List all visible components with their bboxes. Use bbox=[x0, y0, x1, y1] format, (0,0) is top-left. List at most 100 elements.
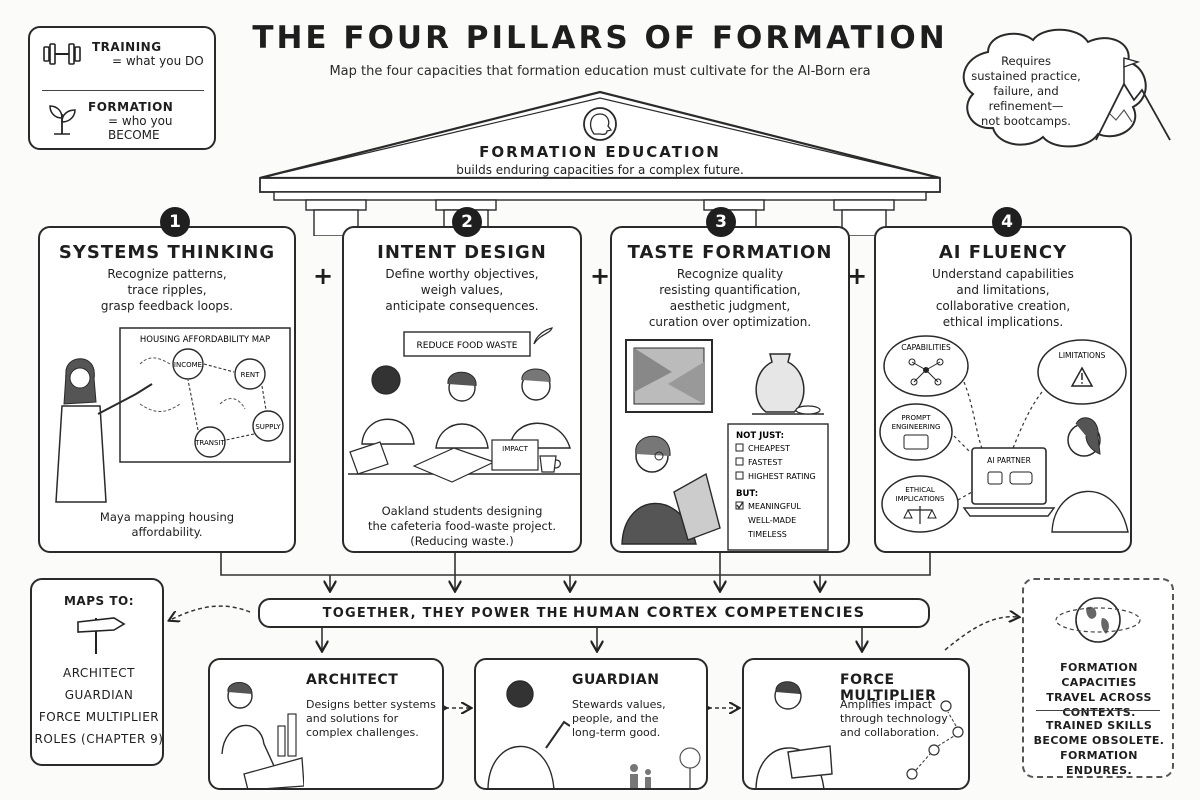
desc-line: and collaboration. bbox=[840, 726, 940, 739]
desc-line: complex challenges. bbox=[306, 726, 419, 739]
desc-line: anticipate consequences. bbox=[385, 299, 539, 313]
desc-line: Amplifies impact bbox=[840, 698, 933, 711]
checkbox-icon bbox=[735, 471, 744, 480]
guardian-figure bbox=[487, 680, 570, 788]
checklist-heading-not: NOT JUST: bbox=[736, 431, 784, 441]
legend-formation: FORMATION = who you BECOME bbox=[42, 100, 214, 142]
pillar-systems-thinking: SYSTEMS THINKING Recognize patterns, tra… bbox=[38, 226, 296, 553]
mug-icon bbox=[539, 455, 561, 473]
endures-divider bbox=[1036, 710, 1160, 711]
desc-line: Recognize quality bbox=[676, 267, 784, 281]
role-title: FORCE MULTIPLIER bbox=[840, 672, 937, 704]
cloud-line: failure, and bbox=[993, 84, 1059, 98]
limitations-bubble: LIMITATIONS bbox=[1037, 339, 1127, 405]
endures-text: FORMATION CAPACITIES bbox=[1060, 661, 1138, 689]
vase-icon bbox=[752, 353, 824, 415]
signpost-icon bbox=[77, 617, 126, 654]
node-income bbox=[172, 348, 204, 380]
checkbox-icon bbox=[735, 443, 744, 452]
globe-orbit-icon bbox=[1055, 597, 1141, 643]
endures-text: TRAVEL ACROSS bbox=[1046, 691, 1152, 704]
ethical-implications-bubble: ETHICAL IMPLICATIONS bbox=[881, 475, 959, 533]
head-profile-icon bbox=[583, 107, 617, 141]
together-banner: TOGETHER, THEY POWER THE HUMAN CORTEX CO… bbox=[258, 598, 930, 628]
desc-line: through technology bbox=[840, 712, 948, 725]
maps-item: ARCHITECT bbox=[62, 666, 135, 680]
cloud-line: sustained practice, bbox=[971, 69, 1081, 83]
student-middle bbox=[435, 371, 489, 449]
laptop-icon bbox=[349, 441, 389, 475]
prompt-label: ENGINEERING bbox=[892, 423, 941, 431]
node-rent bbox=[234, 358, 266, 390]
pillar-number-4: 4 bbox=[992, 207, 1022, 237]
role-title: ARCHITECT bbox=[306, 672, 399, 688]
pillar-number-2: 2 bbox=[452, 207, 482, 237]
ai-fluency-illustration: CAPABILITIES LIMITATIONS PROMPT ENGINEER… bbox=[879, 335, 1129, 533]
pillar-title: INTENT DESIGN bbox=[377, 242, 547, 263]
building-icon bbox=[287, 713, 297, 757]
legend-formation-label: FORMATION bbox=[88, 100, 174, 114]
maps-heading: MAPS TO: bbox=[63, 594, 135, 608]
cloud-note bbox=[962, 28, 1171, 148]
ethical-label: IMPLICATIONS bbox=[896, 495, 946, 503]
pillar-taste-formation: TASTE FORMATION Recognize quality resist… bbox=[610, 226, 850, 553]
sprout-icon bbox=[49, 105, 76, 135]
temple-pediment bbox=[259, 90, 941, 236]
cloud-line: not bootcamps. bbox=[981, 114, 1071, 128]
pillar-description: Recognize quality resisting quantificati… bbox=[622, 266, 838, 330]
temple-title: FORMATION EDUCATION bbox=[479, 143, 721, 161]
desc-line: Recognize patterns, bbox=[107, 267, 227, 281]
screen-label: AI PARTNER bbox=[987, 456, 1031, 465]
chat-icon bbox=[903, 434, 929, 450]
checklist-item: TIMELESS bbox=[747, 530, 787, 539]
student-right bbox=[509, 368, 571, 449]
building-icon bbox=[277, 725, 286, 757]
leaf-icon bbox=[533, 327, 553, 345]
checklist-heading-but: BUT: bbox=[736, 489, 758, 499]
mountain-flag-icon bbox=[1095, 57, 1171, 141]
checklist-item: HIGHEST RATING bbox=[748, 472, 816, 481]
role-description: Amplifies impact through technology and … bbox=[840, 698, 968, 740]
plus-sign: + bbox=[847, 262, 868, 290]
legend-training: TRAINING = what you DO bbox=[42, 40, 204, 68]
architect-figure bbox=[221, 682, 304, 788]
desc-line: grasp feedback loops. bbox=[100, 299, 234, 313]
desc-line: Designs better systems bbox=[306, 698, 436, 711]
node-supply-label: SUPPLY bbox=[255, 423, 281, 431]
criteria-checklist bbox=[727, 423, 829, 551]
temple-subtitle: builds enduring capacities for a complex… bbox=[456, 163, 744, 177]
checked-box-icon bbox=[735, 501, 744, 510]
capabilities-bubble: CAPABILITIES bbox=[883, 335, 969, 397]
pillar-description: Recognize patterns, trace ripples, grasp… bbox=[50, 266, 284, 314]
legend-divider bbox=[42, 90, 204, 91]
role-force-multiplier: FORCE MULTIPLIER Amplifies impact throug… bbox=[742, 658, 970, 790]
role-guardian: GUARDIAN Stewards values, people, and th… bbox=[474, 658, 708, 790]
maya-figure bbox=[55, 358, 153, 503]
endures-line2: TRAINED SKILLS BECOME OBSOLETE. FORMATIO… bbox=[1026, 718, 1172, 778]
cloud-line: refinement— bbox=[988, 99, 1064, 113]
family-and-tree-icon bbox=[630, 747, 701, 788]
desc-line: Define worthy objectives, bbox=[385, 267, 539, 281]
students-table-illustration: REDUCE FOOD WASTE IMPACT bbox=[348, 327, 580, 483]
maps-item: ROLES (CHAPTER 9) bbox=[34, 732, 164, 746]
pillar-ai-fluency: AI FLUENCY Understand capabilities and l… bbox=[874, 226, 1132, 553]
caption-line: (Reducing waste.) bbox=[410, 534, 514, 548]
pillar-number-1: 1 bbox=[160, 207, 190, 237]
endures-text: CONTEXTS. bbox=[1062, 706, 1136, 719]
endures-text: FORMATION ENDURES. bbox=[1060, 749, 1138, 777]
curator-figure bbox=[621, 435, 721, 545]
endures-text: BECOME OBSOLETE. bbox=[1033, 734, 1165, 747]
pillar-caption: Oakland students designing the cafeteria… bbox=[354, 504, 570, 549]
student-left bbox=[361, 365, 415, 445]
node-income-label: INCOME bbox=[174, 361, 202, 369]
laptop-icon bbox=[787, 745, 833, 779]
cloud-note-text: Requires sustained practice, failure, an… bbox=[966, 54, 1086, 129]
pillar-title: SYSTEMS THINKING bbox=[58, 242, 276, 263]
limitations-label: LIMITATIONS bbox=[1059, 351, 1106, 360]
desc-line: aesthetic judgment, bbox=[669, 299, 791, 313]
desc-line: Stewards values, bbox=[572, 698, 666, 711]
endures-text: TRAINED SKILLS bbox=[1045, 719, 1153, 732]
desc-line: long-term good. bbox=[572, 726, 661, 739]
caption-line: the cafeteria food-waste project. bbox=[367, 519, 557, 533]
